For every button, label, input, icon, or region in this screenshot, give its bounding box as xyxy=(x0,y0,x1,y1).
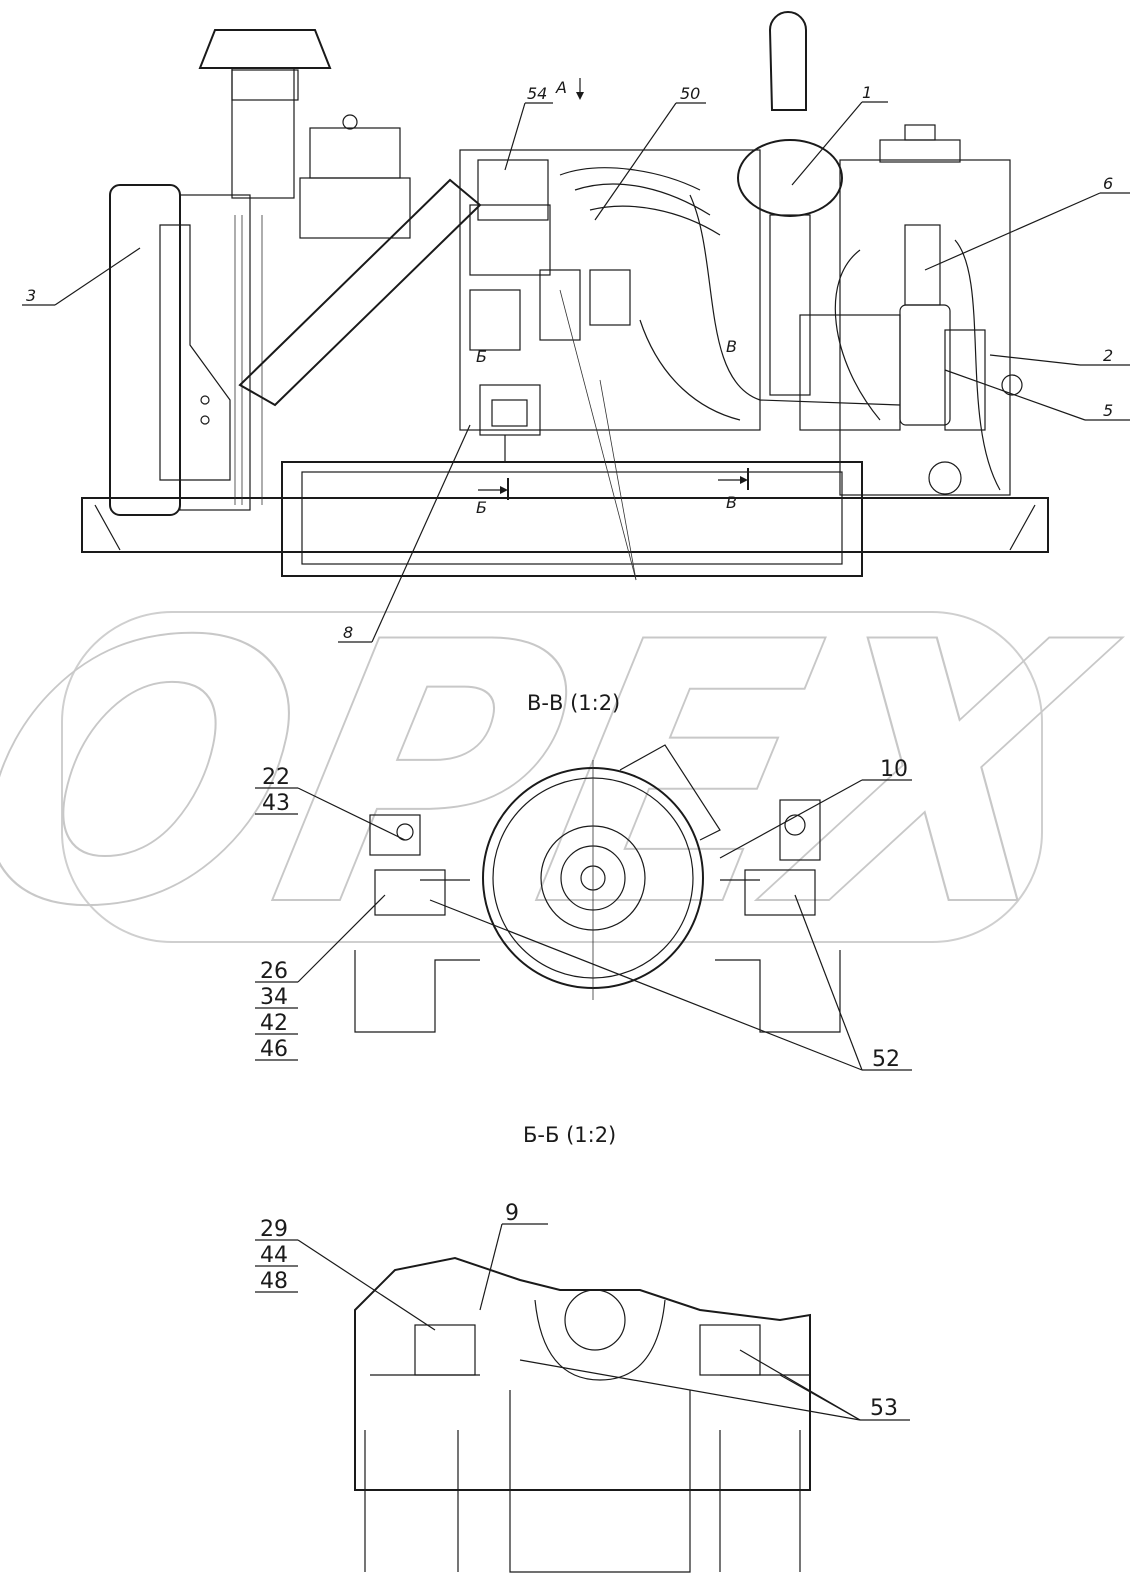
callout-10: 10 xyxy=(880,757,908,782)
cut-v-bottom-label: В xyxy=(726,493,737,512)
callout-5: 5 xyxy=(1103,401,1113,420)
callout-53: 53 xyxy=(870,1396,898,1421)
section-bb-title: Б-Б (1:2) xyxy=(523,1123,616,1147)
section-vv-view xyxy=(354,744,841,1033)
cut-markers: Б Б В В xyxy=(476,337,749,517)
engine-sump-rail xyxy=(281,461,863,577)
section-bb-callouts: 29 44 48 9 53 xyxy=(255,1201,910,1421)
section-vv-title: В-В (1:2) xyxy=(527,691,620,715)
exhaust-cap-left xyxy=(198,29,332,69)
callout-54: 54 xyxy=(527,84,547,103)
view-arrow-a: А xyxy=(555,78,584,100)
watermark-text: OPEX xyxy=(0,566,1138,985)
callout-52: 52 xyxy=(872,1047,900,1072)
callout-1: 1 xyxy=(862,83,872,102)
main-callouts: 1 2 3 5 6 8 50 54 xyxy=(22,83,1130,643)
callout-29: 29 xyxy=(260,1217,288,1242)
hydraulic-housing xyxy=(839,159,1011,496)
callout-6: 6 xyxy=(1103,174,1113,193)
cut-v-top-label: В xyxy=(726,337,737,356)
callout-22: 22 xyxy=(262,765,290,790)
section-bb-view xyxy=(354,1256,811,1573)
mount-right xyxy=(744,869,816,916)
filter xyxy=(899,304,951,426)
cut-b-top-label: Б xyxy=(476,347,487,366)
callout-8: 8 xyxy=(343,623,353,642)
callout-3: 3 xyxy=(26,286,36,305)
callout-34: 34 xyxy=(260,985,288,1010)
callout-26: 26 xyxy=(260,959,288,984)
callout-2: 2 xyxy=(1103,346,1113,365)
main-view xyxy=(81,11,1049,577)
section-vv-callouts: 22 43 26 34 42 46 10 52 xyxy=(255,757,912,1072)
callout-42: 42 xyxy=(260,1011,288,1036)
callout-50: 50 xyxy=(680,84,700,103)
callout-9: 9 xyxy=(505,1201,519,1226)
callout-43: 43 xyxy=(262,791,290,816)
mount-bb-left xyxy=(414,1324,476,1376)
mount-bb-right xyxy=(699,1324,761,1376)
engine-block xyxy=(459,149,761,431)
base-frame xyxy=(81,497,1049,553)
exhaust-stack-right xyxy=(768,11,807,111)
intake-pipe xyxy=(238,178,482,407)
cut-b-bottom-label: Б xyxy=(476,498,487,517)
muffler xyxy=(737,139,843,217)
callout-46: 46 xyxy=(260,1037,288,1062)
watermark: OPEX xyxy=(0,565,1139,986)
callout-48: 48 xyxy=(260,1269,288,1294)
callout-44: 44 xyxy=(260,1243,288,1268)
mount-left xyxy=(374,869,446,916)
view-a-label: А xyxy=(555,78,567,97)
radiator xyxy=(109,184,181,516)
